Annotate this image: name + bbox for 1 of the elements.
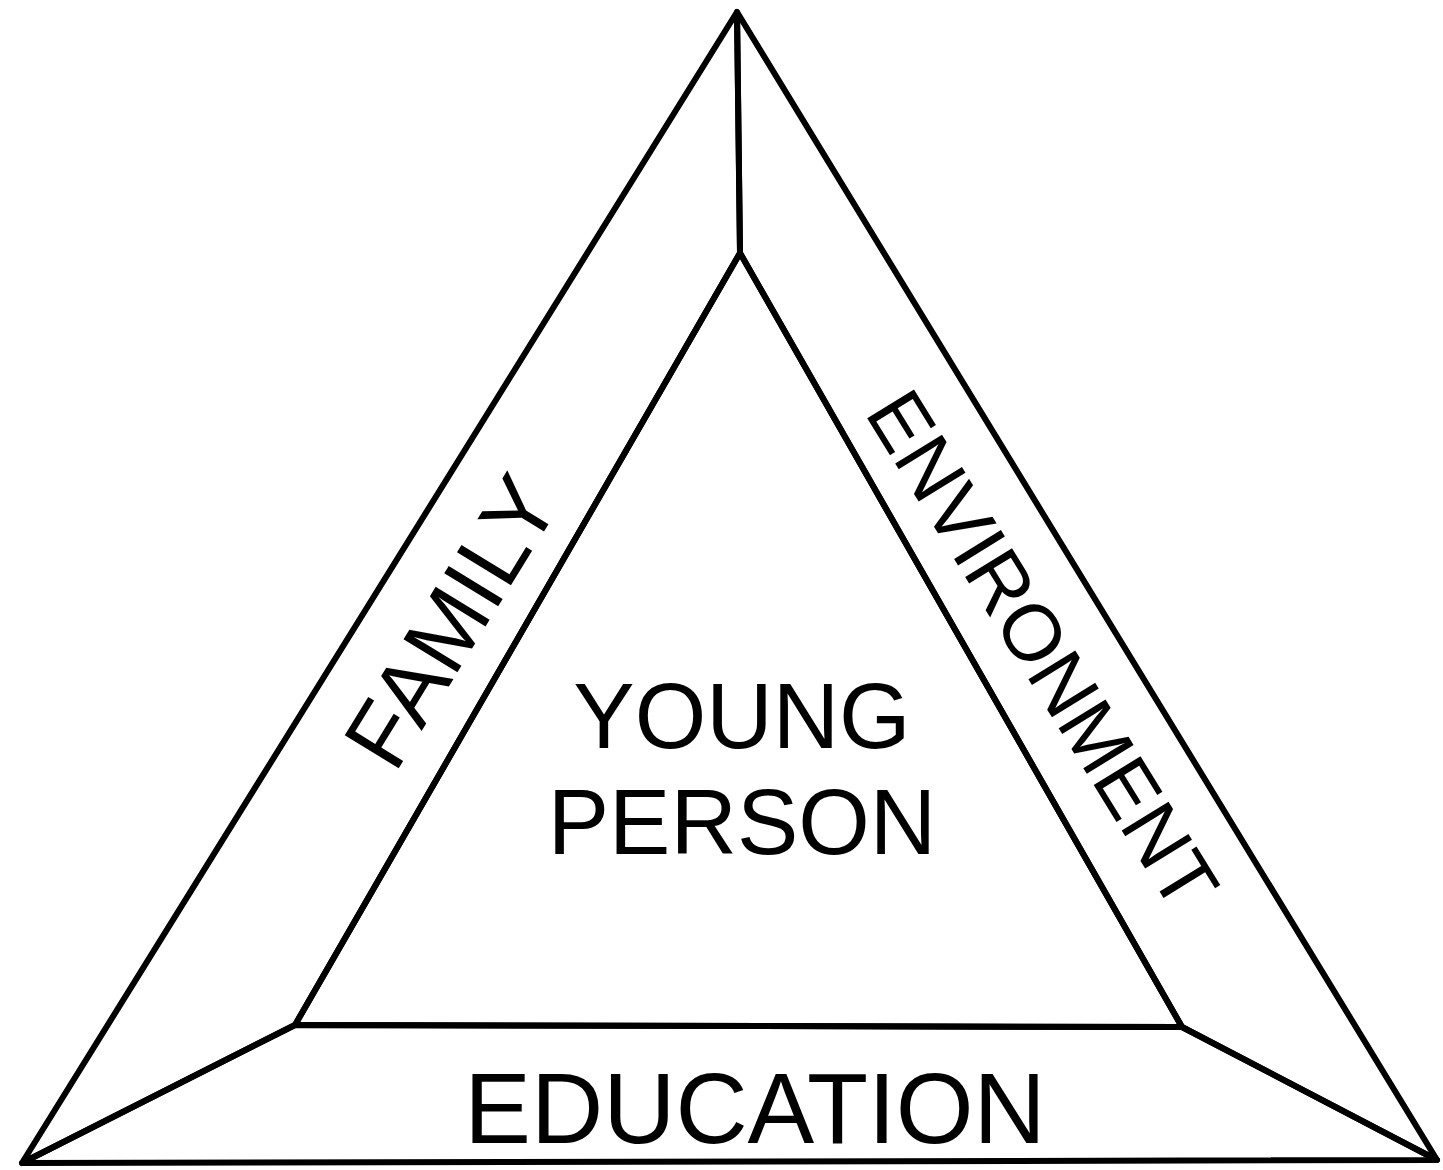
region-label: EDUCATION [463, 1050, 1047, 1166]
